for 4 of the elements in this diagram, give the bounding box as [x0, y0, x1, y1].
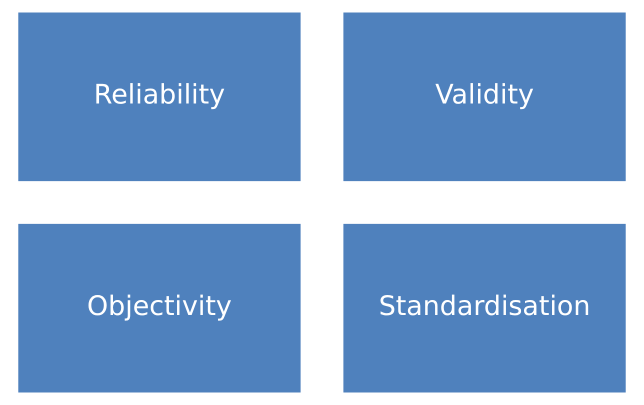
- node-box: Standardisation: [343, 224, 626, 393]
- node-box: Validity: [343, 12, 626, 182]
- node-box: Objectivity: [18, 224, 301, 393]
- node-box: Reliability: [18, 12, 301, 182]
